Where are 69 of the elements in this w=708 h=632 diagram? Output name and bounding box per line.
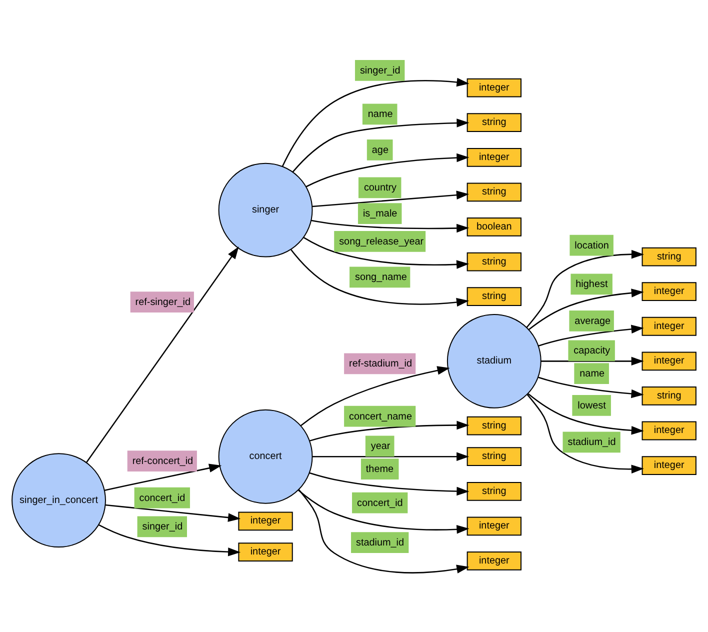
node-circle: stadium bbox=[446, 313, 542, 408]
arrow bbox=[282, 77, 470, 166]
arrow bbox=[538, 376, 644, 398]
arrow bbox=[306, 152, 470, 187]
arrow bbox=[298, 488, 470, 573]
node-box: string bbox=[466, 446, 522, 466]
node-box: string bbox=[466, 182, 522, 202]
edge-label: capacity bbox=[574, 345, 610, 356]
arrow bbox=[312, 190, 470, 207]
edge-label: is_male bbox=[362, 208, 398, 220]
arrow bbox=[298, 489, 470, 534]
edge-label: concert_id bbox=[356, 497, 403, 508]
edge-label: name bbox=[368, 108, 393, 120]
edge-label: song_release_year bbox=[339, 236, 424, 247]
edge-label: concert_name bbox=[349, 410, 412, 422]
arrow bbox=[526, 249, 644, 328]
edge-label: lowest bbox=[578, 400, 606, 411]
edge-label: stadium_id bbox=[356, 537, 404, 548]
node-box: string bbox=[466, 481, 522, 500]
node-box: integer bbox=[642, 282, 696, 301]
arrow bbox=[311, 219, 470, 232]
node-box: integer bbox=[238, 511, 293, 530]
node-box: integer bbox=[642, 351, 696, 370]
edge-label: age bbox=[372, 144, 388, 156]
node-box: string bbox=[466, 416, 522, 435]
arrow bbox=[538, 324, 644, 346]
node-box: integer bbox=[466, 516, 522, 536]
edge-label: ref-concert_id bbox=[132, 456, 194, 467]
node-box: integer bbox=[642, 456, 696, 474]
edge-label: concert_id bbox=[139, 492, 186, 504]
edge-label: highest bbox=[576, 278, 608, 290]
arrow bbox=[312, 452, 470, 460]
arrow bbox=[541, 356, 644, 366]
edge-label: country bbox=[364, 182, 397, 194]
edge-label: ref-singer_id bbox=[135, 296, 191, 308]
edge-label: name bbox=[580, 368, 605, 380]
node-box: string bbox=[466, 286, 522, 306]
node-box: string bbox=[466, 112, 522, 132]
arrow bbox=[309, 472, 470, 496]
edge-label: ref-stadium_id bbox=[349, 358, 412, 370]
arrow bbox=[105, 504, 241, 522]
node-box: boolean bbox=[466, 217, 522, 236]
node-box: string bbox=[642, 386, 696, 405]
edge-label: average bbox=[574, 315, 611, 326]
node-box: string bbox=[466, 252, 522, 271]
node-box: integer bbox=[466, 78, 522, 97]
node-box: integer bbox=[642, 316, 696, 336]
arrow bbox=[290, 248, 470, 306]
arrow bbox=[104, 463, 222, 491]
edge-label: year bbox=[370, 440, 390, 452]
edge-label: singer_id bbox=[360, 64, 400, 76]
node-box: integer bbox=[466, 147, 522, 166]
arrow bbox=[98, 524, 241, 556]
edge-label: stadium_id bbox=[568, 436, 616, 448]
node-box: string bbox=[642, 246, 696, 266]
arrow bbox=[86, 246, 239, 462]
edge-label: theme bbox=[366, 464, 394, 475]
node-box: integer bbox=[238, 542, 293, 561]
node-circle: singer bbox=[218, 162, 313, 257]
arrow bbox=[310, 420, 470, 441]
node-box: integer bbox=[466, 551, 522, 570]
arrow bbox=[303, 236, 470, 268]
edge-label: singer_id bbox=[142, 521, 183, 532]
edge-label: song_name bbox=[354, 272, 407, 283]
node-circle: concert bbox=[218, 408, 313, 504]
node-circle: singer_in_concert bbox=[12, 452, 106, 548]
node-box: integer bbox=[642, 420, 696, 440]
edge-label: location bbox=[574, 240, 609, 251]
arrow bbox=[292, 118, 470, 172]
